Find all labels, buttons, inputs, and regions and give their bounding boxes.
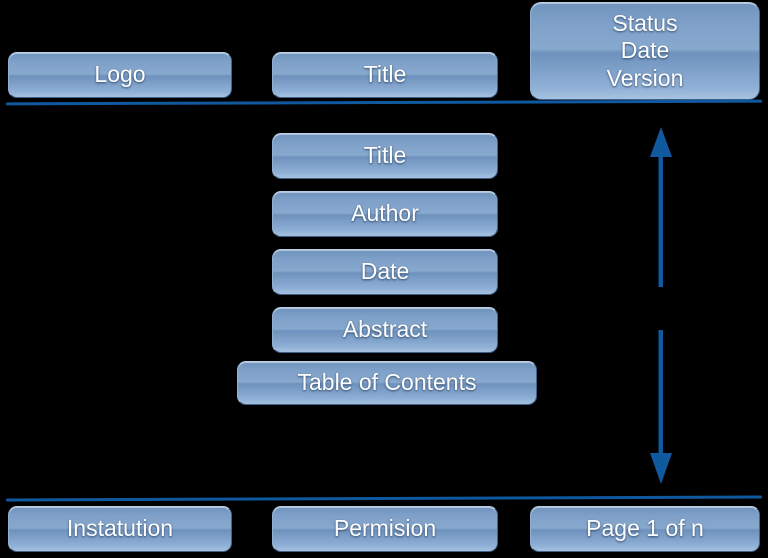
body-item-title[interactable]: Title <box>272 133 498 179</box>
footer-permission-label: Permision <box>333 515 437 542</box>
header-title-label: Title <box>363 61 407 88</box>
footer-permission-box[interactable]: Permision <box>272 506 498 552</box>
footer-divider-rule <box>5 495 763 502</box>
footer-institution-label: Instatution <box>66 515 174 542</box>
body-item-table-of-contents-label: Table of Contents <box>297 369 477 396</box>
arrow-shaft-upper <box>658 154 663 287</box>
header-meta-box[interactable]: Status Date Version <box>530 2 760 100</box>
footer-institution-box[interactable]: Instatution <box>8 506 232 552</box>
body-item-date-label: Date <box>360 258 410 285</box>
footer-page-box[interactable]: Page 1 of n <box>530 506 760 552</box>
arrow-head-down-icon <box>650 453 672 484</box>
body-item-table-of-contents[interactable]: Table of Contents <box>237 361 537 405</box>
body-item-author[interactable]: Author <box>272 191 498 237</box>
body-item-date[interactable]: Date <box>272 249 498 295</box>
header-logo-box[interactable]: Logo <box>8 52 232 98</box>
body-extent-arrow <box>640 126 682 486</box>
header-meta-label: Status Date Version <box>606 10 684 91</box>
header-logo-label: Logo <box>94 61 146 88</box>
arrow-shaft-lower <box>658 330 663 456</box>
body-item-abstract-label: Abstract <box>342 316 428 343</box>
body-item-author-label: Author <box>351 200 419 227</box>
body-item-abstract[interactable]: Abstract <box>272 307 498 353</box>
header-divider-rule <box>5 99 763 106</box>
arrow-head-up-icon <box>650 127 672 157</box>
body-item-title-label: Title <box>363 142 407 169</box>
header-title-box[interactable]: Title <box>272 52 498 98</box>
footer-page-label: Page 1 of n <box>586 515 704 542</box>
